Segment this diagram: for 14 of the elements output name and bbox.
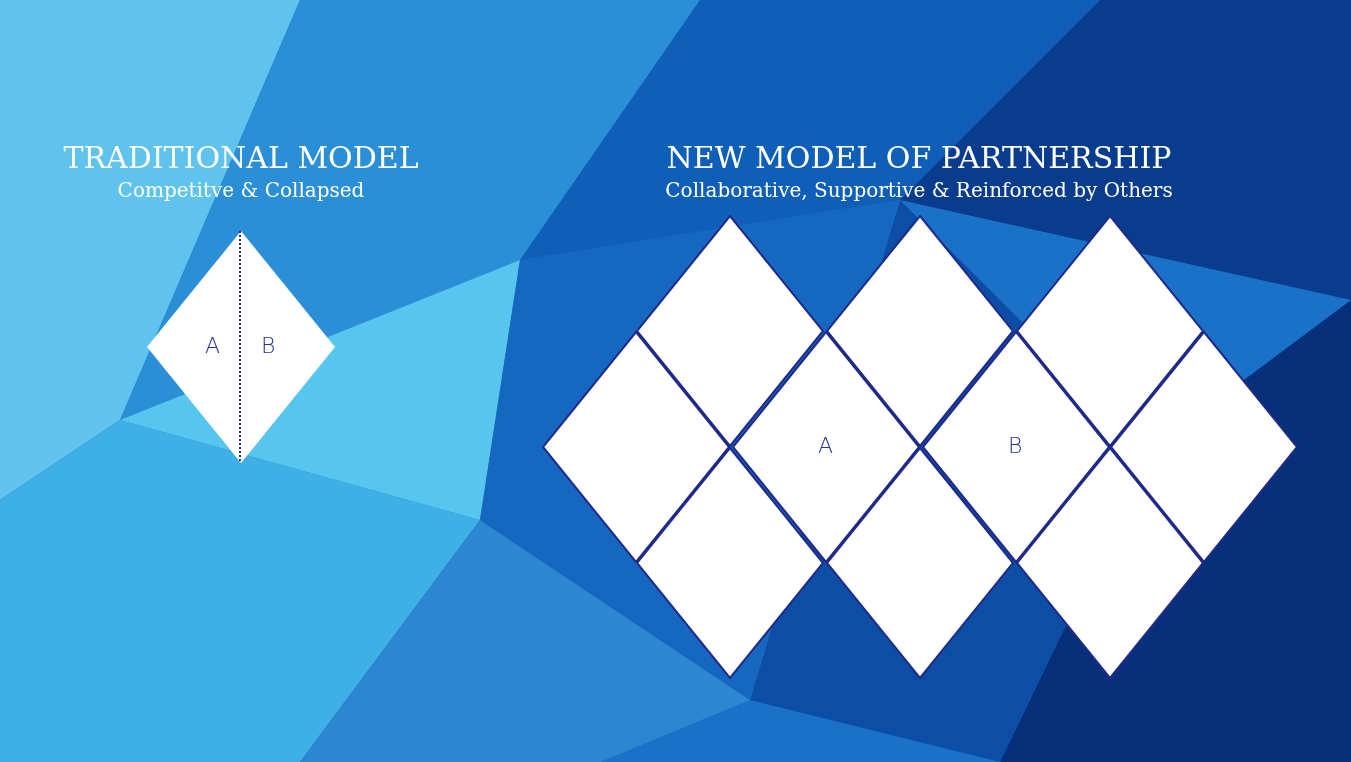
subheading: Competitve & Collapsed	[117, 178, 365, 202]
subheading: Collaborative, Supportive & Reinforced by Others	[665, 178, 1173, 202]
diamond-tile	[1110, 331, 1298, 563]
tile-letter: B	[261, 333, 276, 358]
triangle-half	[147, 231, 241, 463]
diamond-tile	[732, 331, 920, 563]
diamond-tile	[542, 331, 730, 563]
heading: NEW MODEL OF PARTNERSHIP	[666, 140, 1172, 175]
tile-letter: A	[818, 433, 834, 458]
tile-letter: A	[205, 333, 221, 358]
diamond-tile	[922, 331, 1110, 563]
tile-letter: B	[1008, 433, 1023, 458]
triangle-half	[241, 231, 335, 463]
heading: TRADITIONAL MODEL	[63, 140, 419, 175]
